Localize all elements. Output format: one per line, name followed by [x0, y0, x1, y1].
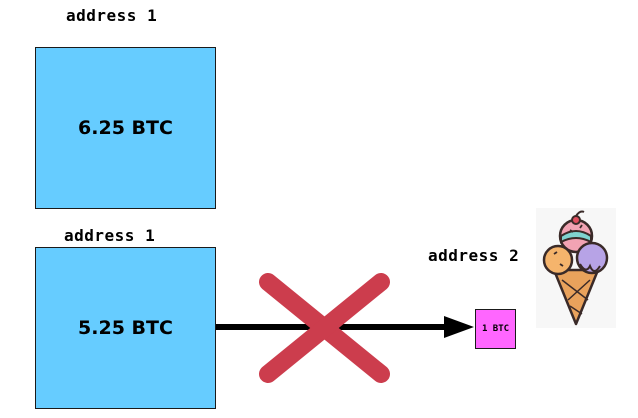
ice-cream-icon	[536, 208, 616, 328]
transfer-amount: 1 BTC	[481, 324, 510, 334]
top-amount: 6.25 BTC	[78, 117, 173, 139]
cross-icon	[259, 273, 390, 383]
top-address-box: 6.25 BTC	[35, 47, 216, 209]
transfer-arrow-head	[444, 316, 474, 338]
transfer-amount-box: 1 BTC	[475, 309, 516, 349]
bottom-address-label: address 1	[64, 226, 156, 245]
bottom-address-box: 5.25 BTC	[35, 247, 216, 409]
top-address-label: address 1	[66, 6, 158, 25]
bottom-amount: 5.25 BTC	[78, 317, 173, 339]
recipient-address-label: address 2	[428, 246, 520, 265]
